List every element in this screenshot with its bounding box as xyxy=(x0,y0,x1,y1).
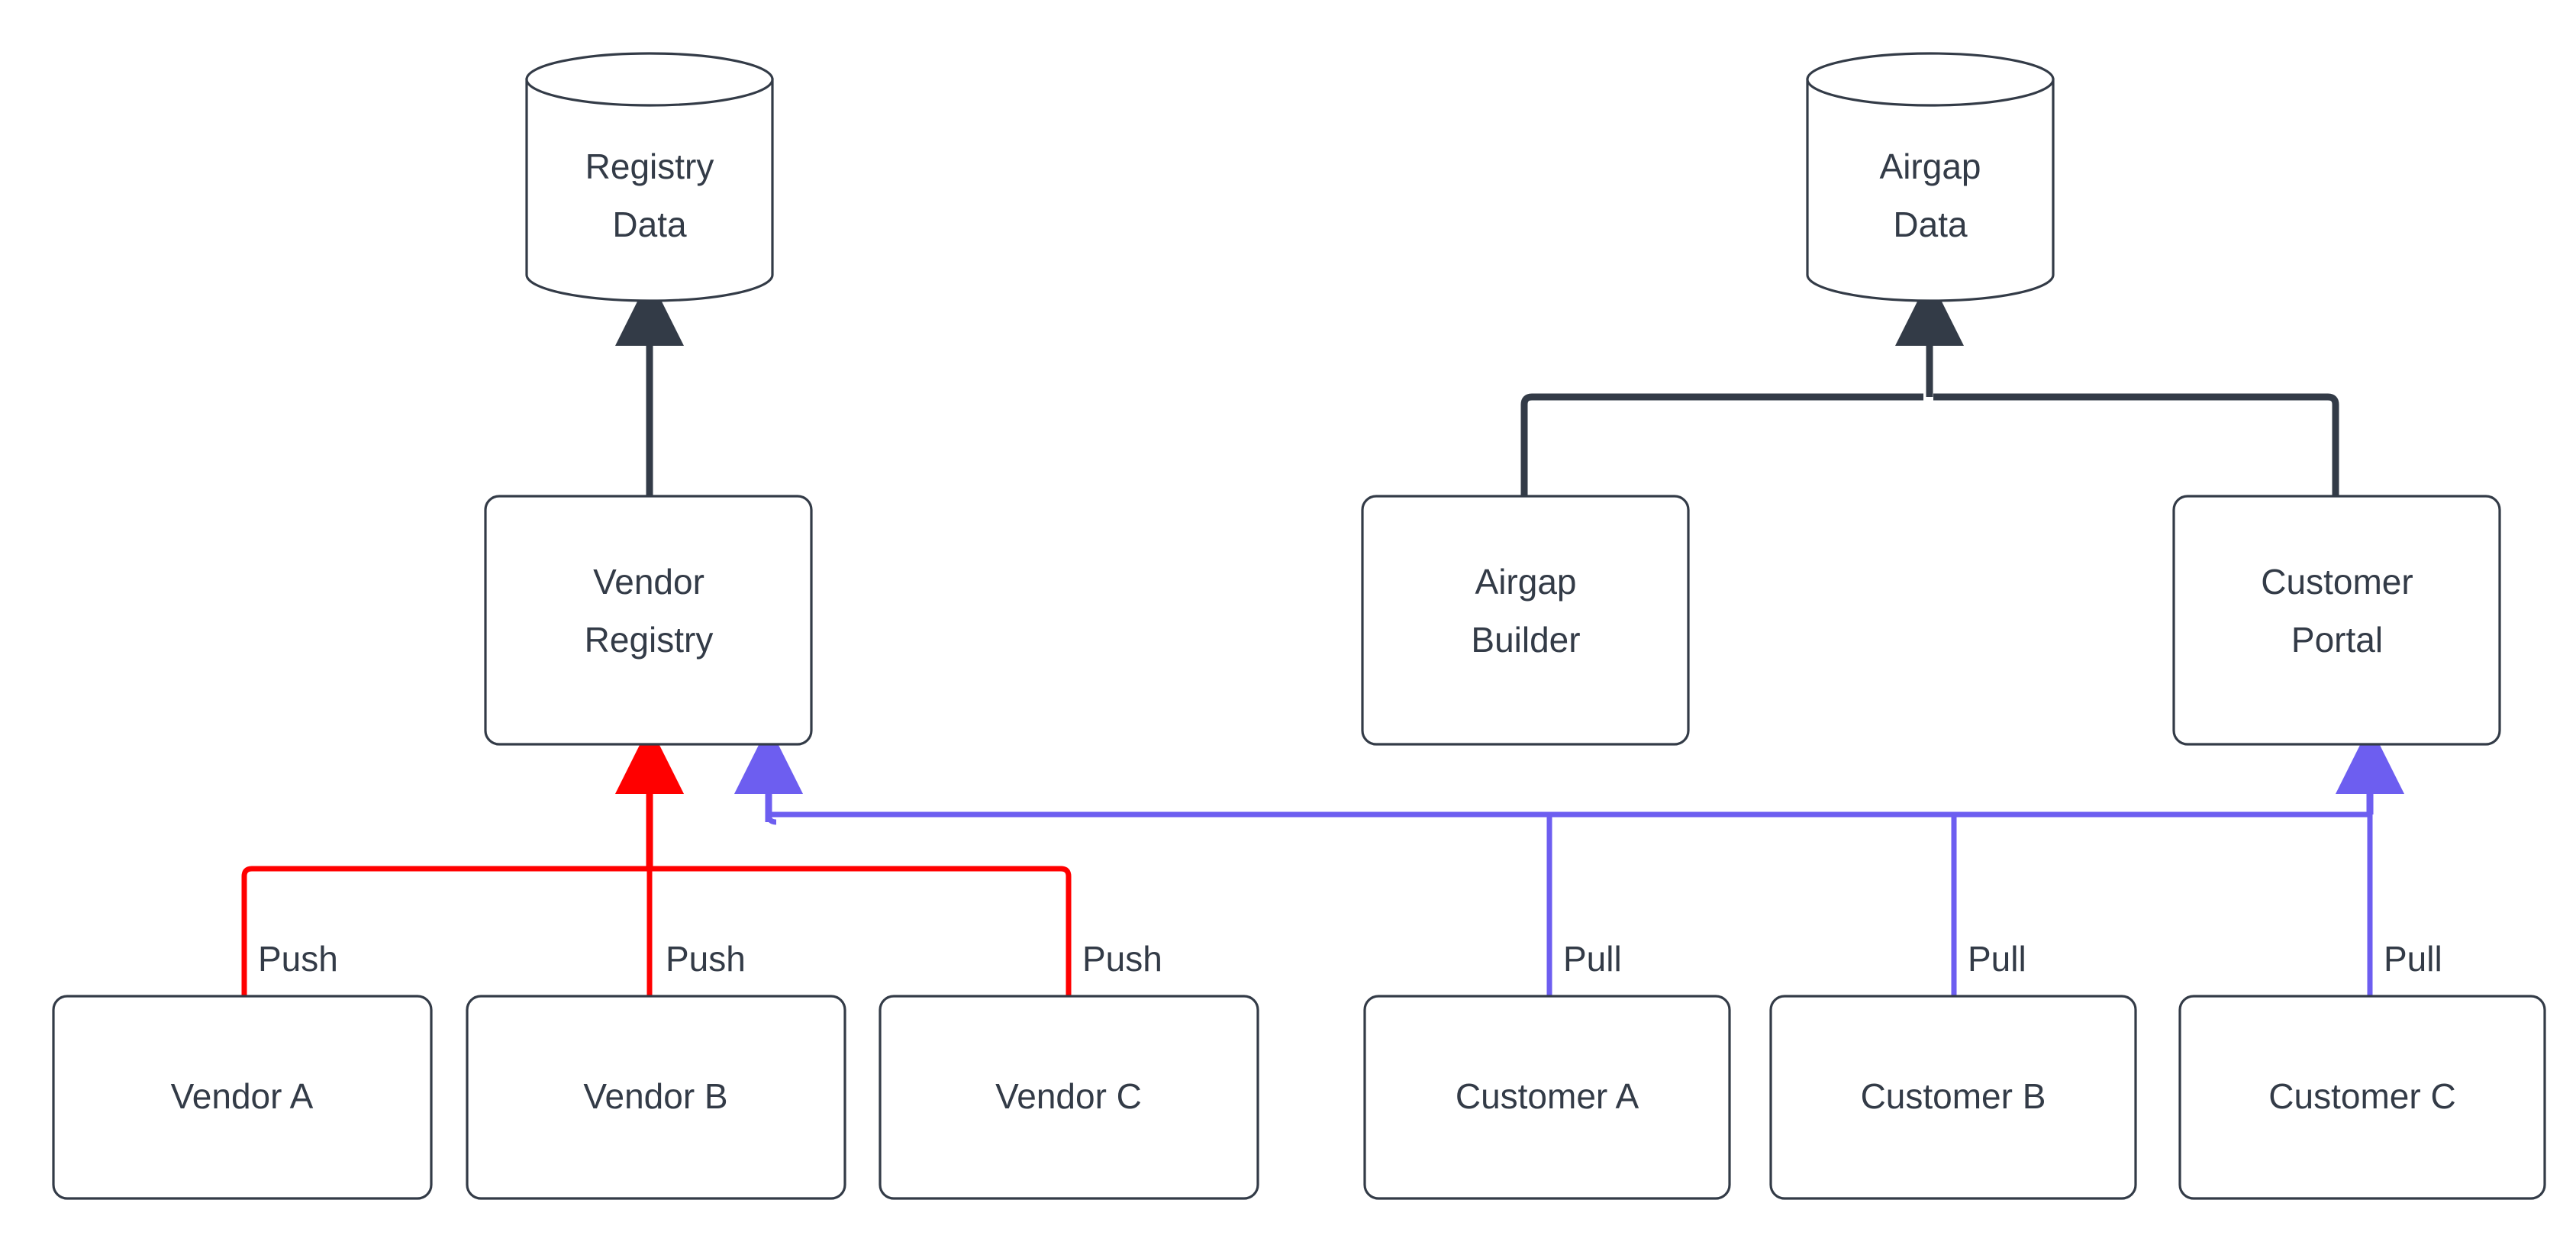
edge-push-bus-red xyxy=(241,725,1072,996)
node-registry-data[interactable]: Registry Data xyxy=(525,52,774,302)
edge-label-pull-customer-b: Pull xyxy=(1968,939,2026,979)
edge-airgap-builder-to-airgap-data xyxy=(1520,393,1923,496)
node-vendor-b[interactable]: Vendor B xyxy=(466,995,846,1200)
airgap-data-label-line2: Data xyxy=(1893,205,1968,244)
node-vendor-registry[interactable]: Vendor Registry xyxy=(484,495,813,746)
registry-data-label-line1: Registry xyxy=(585,147,714,186)
customer-c-label: Customer C xyxy=(2268,1076,2455,1116)
node-customer-c[interactable]: Customer C xyxy=(2178,995,2546,1200)
edge-label-push-vendor-a: Push xyxy=(258,939,338,979)
edge-customer-portal-to-airgap-data xyxy=(1933,393,2339,496)
vendor-registry-label-line1: Vendor xyxy=(593,562,704,602)
airgap-builder-label-line2: Builder xyxy=(1471,620,1580,660)
node-airgap-data[interactable]: Airgap Data xyxy=(1806,52,2055,302)
edge-label-pull-customer-c: Pull xyxy=(2384,939,2442,979)
node-customer-a[interactable]: Customer A xyxy=(1363,995,1731,1200)
node-customer-b[interactable]: Customer B xyxy=(1769,995,2137,1200)
customer-a-label: Customer A xyxy=(1456,1076,1639,1116)
edge-pull-bus-blue xyxy=(734,725,2404,996)
customer-b-label: Customer B xyxy=(1861,1076,2046,1116)
edge-label-pull-customer-a: Pull xyxy=(1563,939,1622,979)
airgap-data-label-line1: Airgap xyxy=(1880,147,1981,186)
airgap-builder-label-line1: Airgap xyxy=(1475,562,1577,602)
edge-label-push-vendor-c: Push xyxy=(1082,939,1162,979)
customer-portal-label-line1: Customer xyxy=(2261,562,2413,602)
vendor-a-label: Vendor A xyxy=(171,1076,314,1116)
vendor-c-label: Vendor C xyxy=(995,1076,1142,1116)
node-vendor-a[interactable]: Vendor A xyxy=(52,995,433,1200)
node-airgap-builder[interactable]: Airgap Builder xyxy=(1361,495,1690,746)
vendor-registry-label-line2: Registry xyxy=(585,620,714,660)
edge-label-push-vendor-b: Push xyxy=(666,939,746,979)
vendor-b-label: Vendor B xyxy=(583,1076,727,1116)
node-vendor-c[interactable]: Vendor C xyxy=(879,995,1259,1200)
customer-portal-label-line2: Portal xyxy=(2291,620,2383,660)
registry-data-label-line2: Data xyxy=(612,205,687,244)
node-customer-portal[interactable]: Customer Portal xyxy=(2172,495,2501,746)
